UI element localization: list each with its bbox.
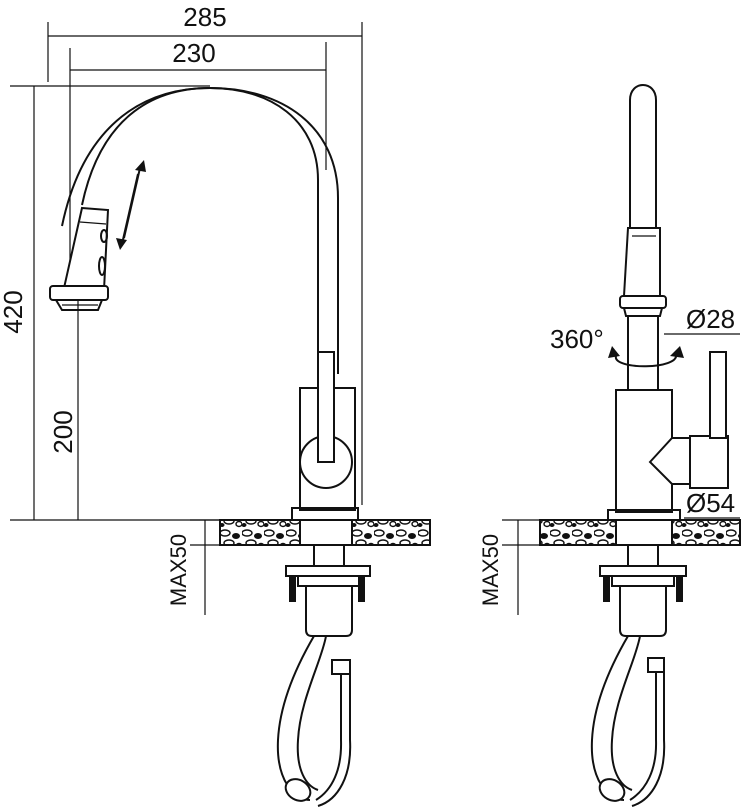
dimension-420: 420	[0, 85, 210, 520]
dimension-d28: Ø28	[664, 304, 740, 335]
dim-d28-label: Ø28	[686, 304, 735, 334]
dim-max50-left-label: MAX50	[166, 534, 191, 606]
dimension-285: 285	[47, 2, 363, 505]
front-body	[607, 351, 729, 521]
front-view: Ø28 360° Ø54	[478, 84, 741, 807]
spout	[61, 86, 339, 374]
countertop-left	[219, 519, 431, 546]
dimension-200: 200	[48, 299, 90, 520]
countertop-right	[539, 519, 741, 546]
dimension-230: 230	[69, 38, 327, 300]
dim-d54-label: Ø54	[686, 488, 735, 518]
dimension-max50-right: MAX50	[478, 519, 540, 615]
side-view: 285 230 420 200	[0, 2, 431, 807]
rotation-label: 360°	[550, 324, 604, 354]
dim-200-label: 200	[48, 410, 78, 453]
mounting-hardware-right	[590, 544, 687, 807]
rotation-indicator: 360°	[550, 324, 684, 368]
dimension-d54: Ø54	[684, 488, 740, 519]
pull-out-arrows	[116, 160, 146, 250]
dim-max50-right-label: MAX50	[478, 534, 503, 606]
dim-230-label: 230	[172, 38, 215, 68]
front-spout	[619, 84, 667, 390]
spray-head	[49, 206, 110, 311]
mounting-hardware-left	[276, 544, 371, 807]
dim-420-label: 420	[0, 290, 28, 333]
dim-285-label: 285	[183, 2, 226, 32]
dimension-max50-left: MAX50	[166, 519, 222, 615]
faucet-body	[291, 351, 359, 521]
